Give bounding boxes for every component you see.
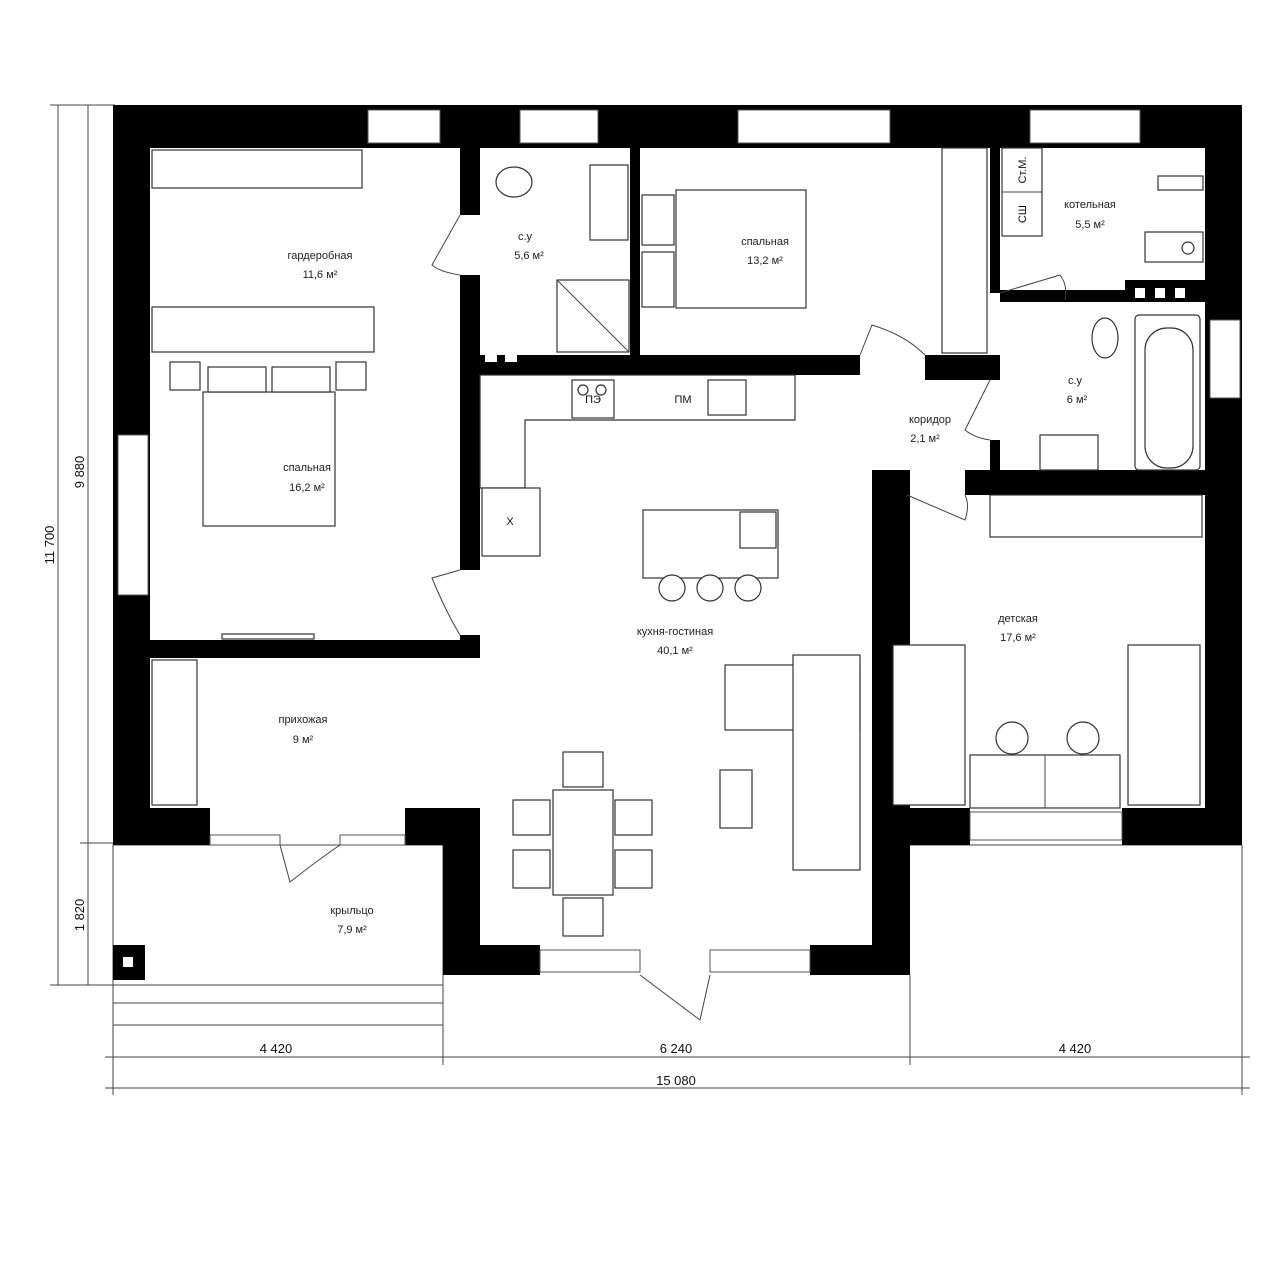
wardrobe-middle — [151, 306, 375, 353]
walls — [113, 105, 1242, 975]
room-name: кухня-гостиная — [637, 626, 713, 638]
dim-middle-section: 6 240 — [660, 1041, 693, 1056]
fridge — [481, 487, 541, 557]
room-name: спальная — [741, 236, 789, 248]
room-area: 2,1 м² — [910, 433, 940, 445]
dimension-lines — [50, 104, 1250, 1095]
room-area: 16,2 м² — [289, 482, 325, 494]
room-name: с.у — [518, 231, 533, 243]
dim-total-width: 15 080 — [656, 1073, 696, 1088]
bed-kids-right — [1127, 644, 1201, 806]
sink — [589, 164, 629, 241]
room-name: спальная — [283, 462, 331, 474]
room-area: 7,9 м² — [337, 924, 367, 936]
fridge-label: Х — [506, 516, 514, 528]
stove-label: ПЭ — [585, 394, 601, 406]
tv — [221, 633, 315, 640]
dim-right-section: 4 420 — [1059, 1041, 1092, 1056]
bed-second — [675, 189, 807, 309]
bed-kids-left — [892, 644, 966, 806]
room-area: 40,1 м² — [657, 645, 693, 657]
wardrobe-hall — [151, 659, 198, 806]
room-name: коридор — [909, 414, 951, 426]
doors — [279, 214, 1067, 1021]
wardrobe-kids — [989, 494, 1203, 538]
room-name: крыльцо — [330, 905, 373, 917]
room-area: 13,2 м² — [747, 255, 783, 267]
dim-left-section: 4 420 — [260, 1041, 293, 1056]
wardrobe-top — [151, 149, 363, 189]
dryer-label: СШ — [1017, 205, 1029, 223]
room-area: 17,6 м² — [1000, 632, 1036, 644]
room-name: котельная — [1064, 199, 1116, 211]
toilet-2 — [1091, 317, 1119, 359]
room-name: прихожая — [278, 714, 327, 726]
kitchen-counter — [479, 374, 796, 489]
room-name: гардеробная — [288, 250, 353, 262]
dining-table — [552, 789, 614, 896]
kitchen-sink — [707, 379, 747, 416]
coffee-table — [719, 769, 753, 829]
room-name: с.у — [1068, 375, 1083, 387]
sink-2 — [1039, 434, 1099, 471]
room-name: детская — [998, 613, 1038, 625]
porch — [112, 844, 1242, 1026]
dim-total-height: 11 700 — [42, 526, 57, 565]
bed-master — [202, 391, 336, 527]
room-labels: гардеробная 11,6 м² с.у 5,6 м² спальная … — [278, 199, 1115, 936]
wardrobe-bedroom — [941, 147, 988, 354]
room-area: 9 м² — [293, 734, 314, 746]
room-area: 6 м² — [1067, 394, 1088, 406]
room-area: 11,6 м² — [303, 269, 338, 281]
dim-house-depth: 9 880 — [72, 456, 87, 489]
boiler — [1157, 175, 1204, 191]
washer-label: Ст.М. — [1017, 156, 1029, 183]
room-area: 5,5 м² — [1075, 219, 1105, 231]
toilet — [495, 166, 533, 198]
room-area: 5,6 м² — [514, 250, 544, 262]
dim-porch-depth: 1 820 — [72, 899, 87, 932]
furniture — [151, 147, 1204, 937]
dishwasher-label: ПМ — [674, 394, 691, 406]
